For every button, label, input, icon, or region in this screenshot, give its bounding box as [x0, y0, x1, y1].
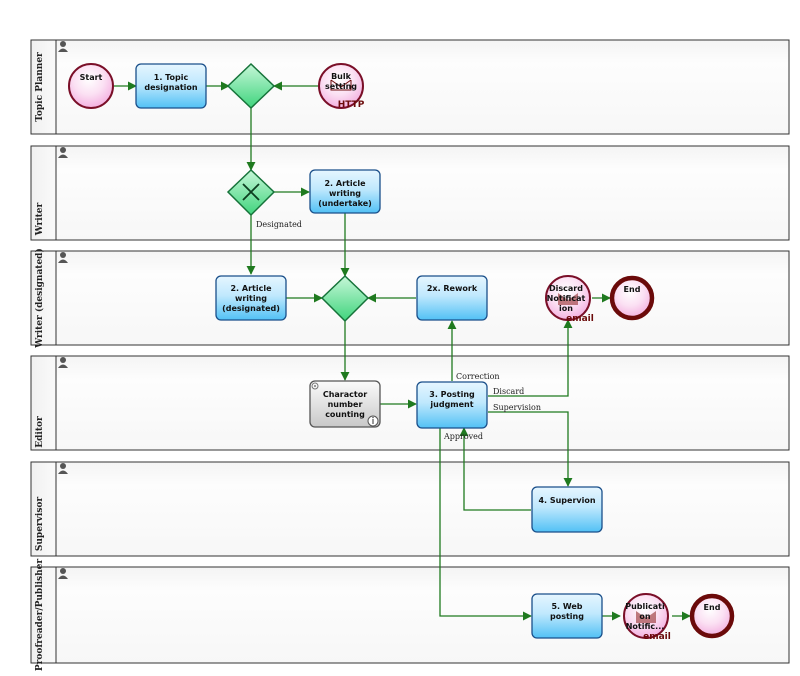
task-article-designated-line-2: writing [235, 294, 267, 303]
flow-posting-to-supervision [488, 411, 573, 487]
discard-notification-event[interactable]: Discard Notificat ion email [545, 275, 594, 324]
task-web-posting[interactable]: 5. Web posting [531, 593, 603, 639]
lane-label-writer: Writer [35, 203, 45, 237]
task-rework-label: 2x. Rework [427, 284, 478, 293]
lane-editor: Editor [30, 355, 790, 451]
bulk-setting-line-2: setting [325, 82, 357, 91]
task-char-count-line-3: counting [325, 410, 365, 419]
task-posting-judgment-line-1: 3. Posting [429, 390, 475, 399]
task-rework[interactable]: 2x. Rework [416, 275, 488, 321]
task-topic-designation[interactable]: 1. Topic designation [135, 63, 207, 109]
person-icon [58, 357, 68, 368]
http-tag: HTTP [338, 100, 365, 110]
person-icon [58, 41, 68, 52]
x-marker-icon [242, 183, 260, 201]
flow-label-supervision: Supervision [493, 403, 541, 412]
sequence-flows [114, 81, 691, 621]
person-icon [58, 147, 68, 158]
task-article-designated-line-1: 2. Article [230, 284, 272, 293]
flow-labels: Designated Correction Discard Supervisio… [256, 220, 541, 441]
task-article-undertake-line-3: (undertake) [318, 199, 372, 208]
publication-notification-event[interactable]: Publicati on Notific... email [623, 593, 671, 642]
publication-notification-line-2: on [639, 612, 650, 621]
flow-posting-to-discard [488, 319, 573, 397]
bulk-setting-line-1: Bulk [331, 72, 352, 81]
task-posting-judgment[interactable]: 3. Posting judgment [416, 381, 488, 429]
flow-posting-to-webposting [439, 428, 532, 621]
end-event-discard-label: End [624, 285, 641, 294]
task-char-count-line-2: number [328, 400, 363, 409]
lanes: Topic Planner Writer Writer (designated) [30, 39, 790, 672]
lane-supervisor: Supervisor [30, 461, 790, 557]
task-supervision-label: 4. Supervion [538, 496, 595, 505]
end-event-discard[interactable]: End [609, 275, 655, 321]
task-topic-designation-line-2: designation [144, 83, 198, 92]
lane-proofreader-publisher: Proofreader/Publisher [30, 559, 790, 672]
publication-notification-line-1: Publicati [625, 602, 665, 611]
parallel-gateway-top[interactable] [226, 62, 276, 110]
task-article-designated[interactable]: 2. Article writing (designated) [215, 275, 287, 321]
task-posting-judgment-line-2: judgment [429, 400, 473, 409]
envelope-icon [558, 293, 578, 305]
lane-label-topic-planner: Topic Planner [35, 52, 45, 122]
start-event[interactable]: Start [68, 63, 114, 109]
task-char-count[interactable]: Charactor number counting [309, 380, 381, 428]
task-article-designated-line-3: (designated) [222, 304, 280, 313]
flow-supervision-to-posting [459, 427, 531, 511]
merge-gateway[interactable] [320, 274, 370, 323]
flow-label-correction: Correction [456, 372, 500, 381]
task-web-posting-line-2: posting [550, 612, 584, 621]
end-event-publish[interactable]: End [689, 593, 735, 639]
envelope-icon [330, 79, 352, 91]
info-icon [367, 415, 379, 427]
lane-label-supervisor: Supervisor [35, 497, 45, 552]
task-supervision[interactable]: 4. Supervion [531, 486, 603, 533]
task-article-undertake-line-2: writing [329, 189, 361, 198]
person-icon [58, 568, 68, 579]
discard-notification-line-2: Notificat [547, 294, 586, 303]
flow-label-approved: Approved [443, 432, 483, 441]
task-char-count-line-1: Charactor [323, 390, 367, 399]
envelope-icon [636, 611, 656, 623]
task-article-undertake[interactable]: 2. Article writing (undertake) [309, 169, 381, 214]
bulk-setting-event[interactable]: Bulk setting HTTP [318, 63, 365, 110]
lane-label-proofreader-publisher: Proofreader/Publisher [35, 559, 45, 672]
person-icon [58, 463, 68, 474]
lane-label-writer-designated: Writer (designated) [34, 248, 45, 349]
end-event-publish-label: End [704, 603, 721, 612]
flow-label-designated: Designated [256, 220, 302, 229]
discard-notification-line-1: Discard [549, 284, 583, 293]
start-event-label: Start [80, 73, 103, 82]
lane-label-editor: Editor [35, 416, 45, 448]
task-topic-designation-line-1: 1. Topic [154, 73, 189, 82]
person-icon [58, 252, 68, 263]
publication-notification-line-3: Notific... [626, 622, 665, 631]
task-web-posting-line-1: 5. Web [551, 602, 582, 611]
gear-icon [311, 382, 319, 390]
discard-notification-line-3: ion [559, 304, 573, 313]
lane-writer: Writer [30, 145, 790, 241]
email-tag: email [643, 632, 671, 642]
flow-label-discard: Discard [493, 387, 524, 396]
task-article-undertake-line-1: 2. Article [324, 179, 366, 188]
email-tag: email [566, 314, 594, 324]
exclusive-gateway-writer[interactable] [226, 168, 276, 217]
